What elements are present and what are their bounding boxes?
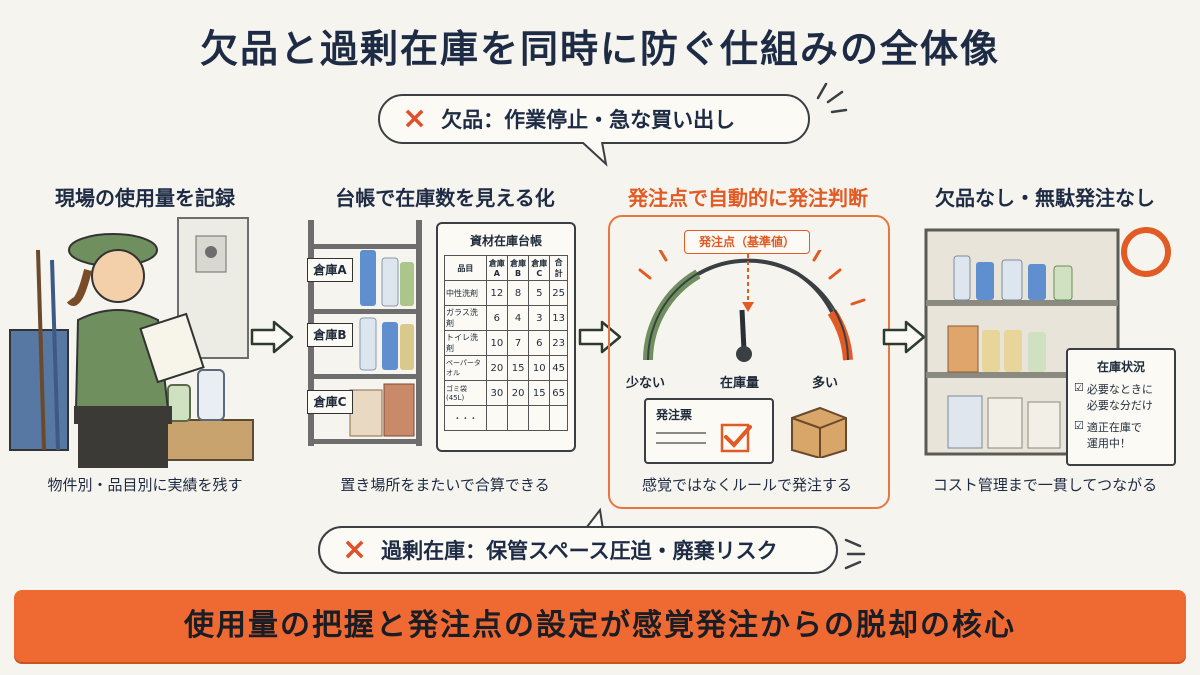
ledger-cell: 6 — [528, 330, 551, 356]
ledger-cell: 25 — [549, 280, 568, 306]
ledger-cell: 12 — [485, 280, 508, 306]
checkbox-checked-icon — [656, 423, 752, 453]
ledger-cell: 6 — [485, 305, 508, 331]
order-point-label: 発注点（基準値） — [684, 230, 810, 254]
ledger-cell: トイレ洗剤 — [444, 330, 487, 356]
arrow-right-icon — [250, 320, 294, 354]
status-line: 運用中！ — [1086, 437, 1131, 450]
ledger-header: 合計 — [549, 255, 568, 281]
table-row: ペーパータオル 20 15 10 45 — [444, 355, 568, 381]
ledger-cell — [528, 405, 551, 431]
ledger-cell: 10 — [485, 330, 508, 356]
organized-shelf-illustration — [924, 228, 1120, 456]
status-line: 必要なときに — [1086, 383, 1153, 396]
ledger-cell: 20 — [506, 380, 530, 406]
step-caption-order-point: 感覚ではなくルールで発注する — [641, 476, 852, 494]
bubble-tail — [581, 142, 608, 167]
gauge-high-label: 多い — [812, 376, 839, 391]
stock-status-card: 在庫状況 ☑ 必要なときに 必要な分だけ ☑ 適正在庫で 運用中！ — [1066, 348, 1176, 466]
ledger-cell: 15 — [528, 380, 551, 406]
ledger-cell: 23 — [549, 330, 568, 356]
ledger-cell: 65 — [549, 380, 568, 406]
circle-ok-icon — [1121, 227, 1171, 277]
ledger-cell: 20 — [485, 355, 508, 381]
overstock-text: 過剰在庫：保管スペース圧迫・廃棄リスク — [381, 539, 778, 563]
step-caption-ledger: 置き場所をまたいで合算できる — [340, 476, 550, 494]
ledger-cell: 中性洗剤 — [444, 280, 487, 306]
checkbox-checked-icon: ☑ — [1074, 381, 1084, 394]
step-title-record: 現場の使用量を記録 — [55, 186, 235, 210]
ledger-cell — [506, 405, 530, 431]
ledger-cell: ゴミ袋(45L) — [444, 380, 487, 406]
ledger-header: 倉庫C — [528, 255, 551, 281]
arrow-right-icon — [882, 320, 926, 354]
ledger-cell — [549, 405, 568, 431]
order-slip-label: 発注票 — [656, 408, 693, 422]
table-row: トイレ洗剤 10 7 6 23 — [444, 330, 568, 356]
step-title-result: 欠品なし・無駄発注なし — [935, 186, 1155, 210]
status-card-title: 在庫状況 — [1096, 360, 1145, 374]
ledger-title: 資材在庫台帳 — [469, 234, 542, 248]
order-point-panel — [608, 215, 890, 509]
page-title: 欠品と過剰在庫を同時に防ぐ仕組みの全体像 — [199, 27, 1000, 71]
cardboard-box-icon — [791, 406, 847, 458]
ledger-header: 品目 — [444, 255, 487, 281]
ledger-cell: 3 — [528, 305, 551, 331]
table-row: ガラス洗剤 6 4 3 13 — [444, 305, 568, 331]
ledger-table: 品目 倉庫A 倉庫B 倉庫C 合計 中性洗剤 12 8 5 25 ガラス洗剤 6… — [444, 255, 568, 431]
ledger-cell — [485, 405, 508, 431]
cross-icon: × — [342, 532, 368, 567]
status-line: 適正在庫で — [1086, 421, 1142, 434]
shortage-text: 欠品：作業停止・急な買い出し — [441, 108, 736, 132]
ledger-header: 倉庫B — [506, 255, 530, 281]
table-row: 中性洗剤 12 8 5 25 — [444, 280, 568, 306]
ledger-header: 倉庫A — [485, 255, 508, 281]
ledger-cell: 30 — [485, 380, 508, 406]
step-title-ledger: 台帳で在庫数を見える化 — [335, 186, 555, 210]
emphasis-lines-icon — [816, 82, 848, 114]
overstock-bubble: × 過剰在庫：保管スペース圧迫・廃棄リスク — [318, 526, 838, 574]
ledger-cell: 7 — [506, 330, 530, 356]
table-row: ゴミ袋(45L) 30 20 15 65 — [444, 380, 568, 406]
step-caption-result: コスト管理まで一貫してつながる — [932, 476, 1158, 494]
ledger-cell: ・・・ — [444, 405, 487, 431]
ledger-cell: 13 — [549, 305, 568, 331]
ledger-cell: ペーパータオル — [444, 355, 487, 381]
key-message-banner: 使用量の把握と発注点の設定が感覚発注からの脱却の核心 — [14, 590, 1186, 662]
checkbox-checked-icon: ☑ — [1074, 419, 1084, 432]
shortage-bubble: × 欠品：作業停止・急な買い出し — [378, 94, 810, 144]
shelf-label-a: 倉庫A — [307, 258, 353, 282]
ledger-cell: 5 — [528, 280, 551, 306]
order-slip: 発注票 — [644, 398, 774, 464]
table-row: ・・・ — [444, 405, 568, 431]
ledger-cell: 8 — [506, 280, 530, 306]
ledger-cell: 10 — [528, 355, 551, 381]
ledger-cell: 15 — [506, 355, 530, 381]
ledger-cell: ガラス洗剤 — [444, 305, 487, 331]
gauge-low-label: 少ない — [626, 376, 666, 391]
stock-gauge — [638, 250, 866, 362]
ledger-cell: 45 — [549, 355, 568, 381]
shelf-label-b: 倉庫B — [307, 323, 353, 347]
shelf-label-c: 倉庫C — [307, 390, 353, 414]
gauge-mid-label: 在庫量 — [720, 376, 760, 391]
step-caption-record: 物件別・品目別に実績を残す — [47, 476, 243, 494]
worker-illustration — [9, 217, 254, 468]
step-title-order-point: 発注点で自動的に発注判断 — [628, 186, 868, 210]
ledger-cell: 4 — [506, 305, 530, 331]
emphasis-lines-icon — [844, 538, 866, 570]
inventory-ledger: 資材在庫台帳 品目 倉庫A 倉庫B 倉庫C 合計 中性洗剤 12 8 5 25 … — [436, 222, 576, 452]
status-line: 必要な分だけ — [1086, 399, 1153, 412]
cross-icon: × — [402, 101, 428, 136]
arrow-right-icon — [578, 320, 622, 354]
status-item: ☑ 適正在庫で 運用中！ — [1074, 419, 1168, 451]
status-item: ☑ 必要なときに 必要な分だけ — [1074, 381, 1168, 413]
